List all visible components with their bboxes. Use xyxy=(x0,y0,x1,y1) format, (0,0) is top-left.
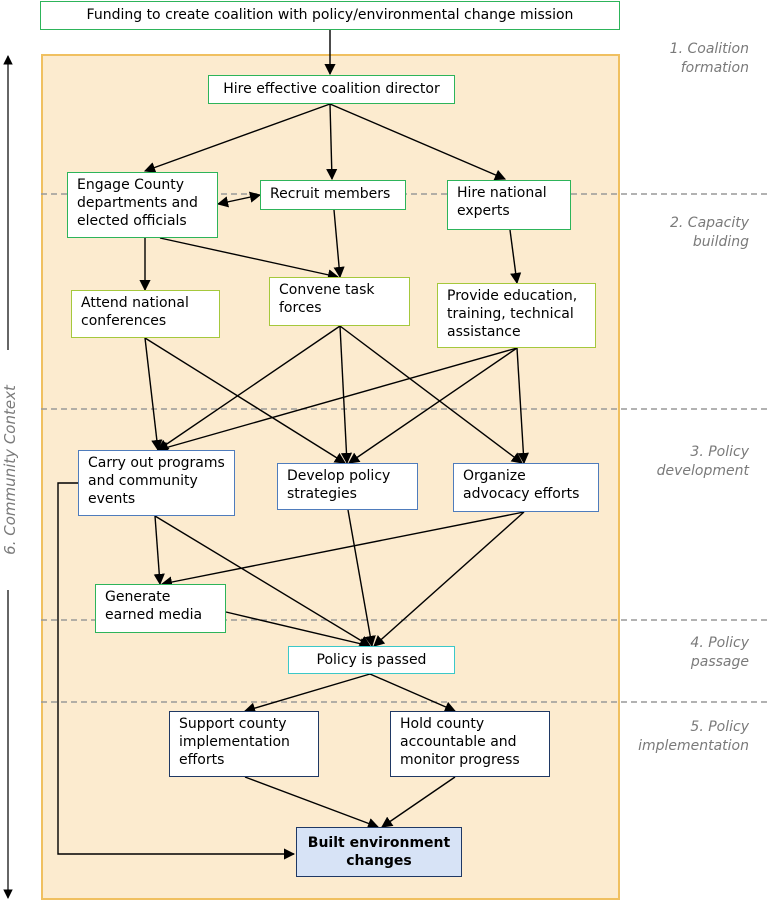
box-hire-director: Hire effective coalition director xyxy=(208,75,455,104)
stage-label-policy-implementation: 5. Policy implementation xyxy=(638,719,749,754)
box-recruit-members: Recruit members xyxy=(260,180,406,210)
box-organize-advocacy: Organize advocacy efforts xyxy=(453,463,599,512)
box-engage-county: Engage County departments and elected of… xyxy=(67,172,218,238)
box-hire-experts: Hire national experts xyxy=(447,180,571,230)
box-funding: Funding to create coalition with policy/… xyxy=(40,1,620,30)
box-develop-strategies: Develop policy strategies xyxy=(277,463,418,510)
programs-to-built-arrow xyxy=(57,482,296,860)
box-hold-accountable: Hold county accountable and monitor prog… xyxy=(390,711,550,777)
box-policy-passed: Policy is passed xyxy=(288,646,455,674)
arrows xyxy=(139,30,529,829)
stage-label-policy-development: 3. Policy development xyxy=(656,444,749,479)
stage-label-coalition-formation: 1. Coalition formation xyxy=(669,41,749,76)
box-convene-taskforces: Convene task forces xyxy=(269,277,410,326)
stage-label-capacity-building: 2. Capacity building xyxy=(670,215,749,250)
box-earned-media: Generate earned media xyxy=(95,584,226,633)
box-built-environment: Built environment changes xyxy=(296,827,462,877)
box-provide-education: Provide education, training, technical a… xyxy=(437,283,596,348)
stage-label-policy-passage: 4. Policy passage xyxy=(690,635,749,670)
box-carry-out-programs: Carry out programs and community events xyxy=(78,450,235,516)
community-context-label: 6. Community Context xyxy=(1,350,19,590)
box-attend-conferences: Attend national conferences xyxy=(71,290,220,338)
box-support-implementation: Support county implementation efforts xyxy=(169,711,319,777)
